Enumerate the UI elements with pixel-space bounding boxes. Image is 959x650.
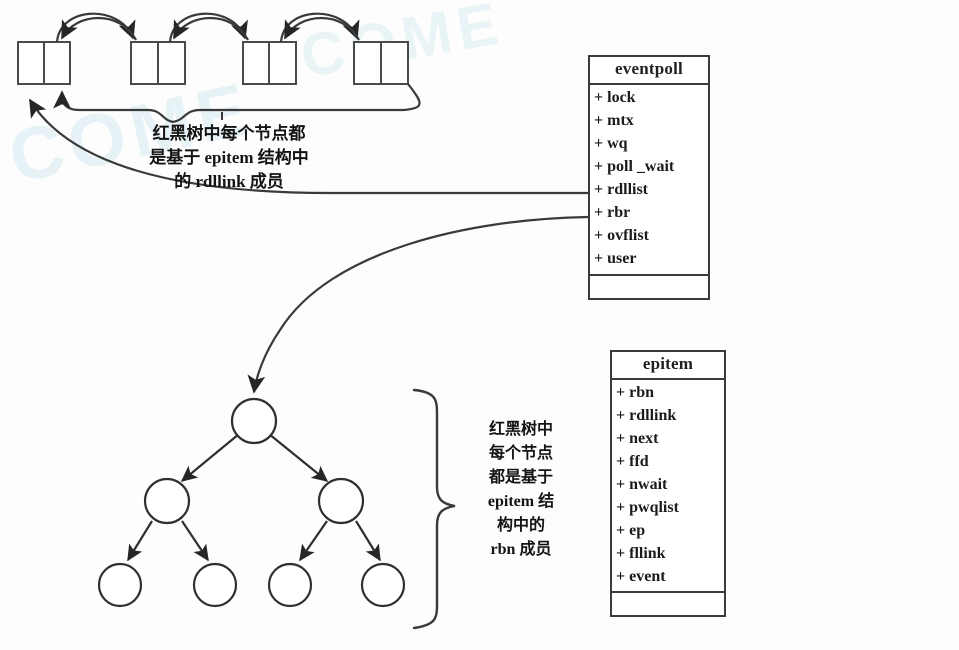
epitem-members: + rbn + rdllink + next + ffd + nwait + p…: [612, 380, 724, 594]
tree-leaf-4: [360, 562, 406, 608]
epitem-member-rdllink: + rdllink: [616, 406, 677, 424]
eventpoll-title: eventpoll: [590, 57, 708, 85]
eventpoll-member-wq: + wq: [594, 134, 628, 152]
tree-node-root: [230, 397, 278, 445]
eventpoll-members: + lock + mtx + wq + poll _wait + rdllist…: [590, 85, 708, 277]
eventpoll-member-poll-wait: + poll _wait: [594, 157, 675, 175]
tree-edges: [127, 433, 381, 562]
eventpoll-member-rdllist: + rdllist: [594, 181, 649, 198]
epitem-member-fllink: + fllink: [616, 545, 666, 563]
rbr-connector: [247, 215, 589, 394]
tree-node-left: [143, 477, 191, 525]
epitem-member-rbn: + rbn: [616, 383, 655, 401]
epitem-member-next: + next: [616, 429, 659, 447]
annotation-rdllink: 红黑树中每个节点都 是基于 epitem 结构中 的 rdllink 成员: [149, 124, 309, 192]
tree-leaf-3: [267, 562, 313, 608]
epitem-title: epitem: [612, 352, 724, 380]
tree-leaf-1: [97, 562, 143, 608]
annotation-rbn: 红黑树中 每个节点 都是基于 epitem 结 构中的 rbn 成员: [487, 421, 555, 558]
tree-leaf-2: [192, 562, 238, 608]
eventpoll-member-rbr: + rbr: [594, 204, 631, 222]
epitem-member-pwqlist: + pwqlist: [616, 499, 679, 517]
epitem-methods-compartment: [612, 593, 724, 615]
linked-list-nodes: [17, 41, 409, 85]
uml-class-eventpoll: eventpoll + lock + mtx + wq + poll _wait…: [588, 55, 710, 301]
eventpoll-member-mtx: + mtx: [594, 111, 634, 129]
uml-class-epitem: epitem + rbn + rdllink + next + ffd + nw…: [610, 350, 726, 618]
tree-brace: [412, 388, 456, 630]
eventpoll-member-user: + user: [594, 250, 637, 268]
tree-nodes: [97, 397, 406, 608]
epitem-member-ffd: + ffd: [616, 452, 649, 470]
linked-list-arrows: [55, 12, 360, 43]
eventpoll-member-lock: + lock: [594, 88, 636, 106]
epitem-member-event: + event: [616, 568, 666, 586]
eventpoll-member-ovflist: + ovflist: [594, 227, 649, 245]
epitem-member-ep: + ep: [616, 522, 646, 540]
eventpoll-methods-compartment: [590, 276, 708, 298]
epitem-member-nwait: + nwait: [616, 476, 668, 493]
linked-list-wrap-connector: [53, 83, 421, 124]
tree-node-right: [317, 477, 365, 525]
rdllist-connector: [29, 98, 588, 195]
